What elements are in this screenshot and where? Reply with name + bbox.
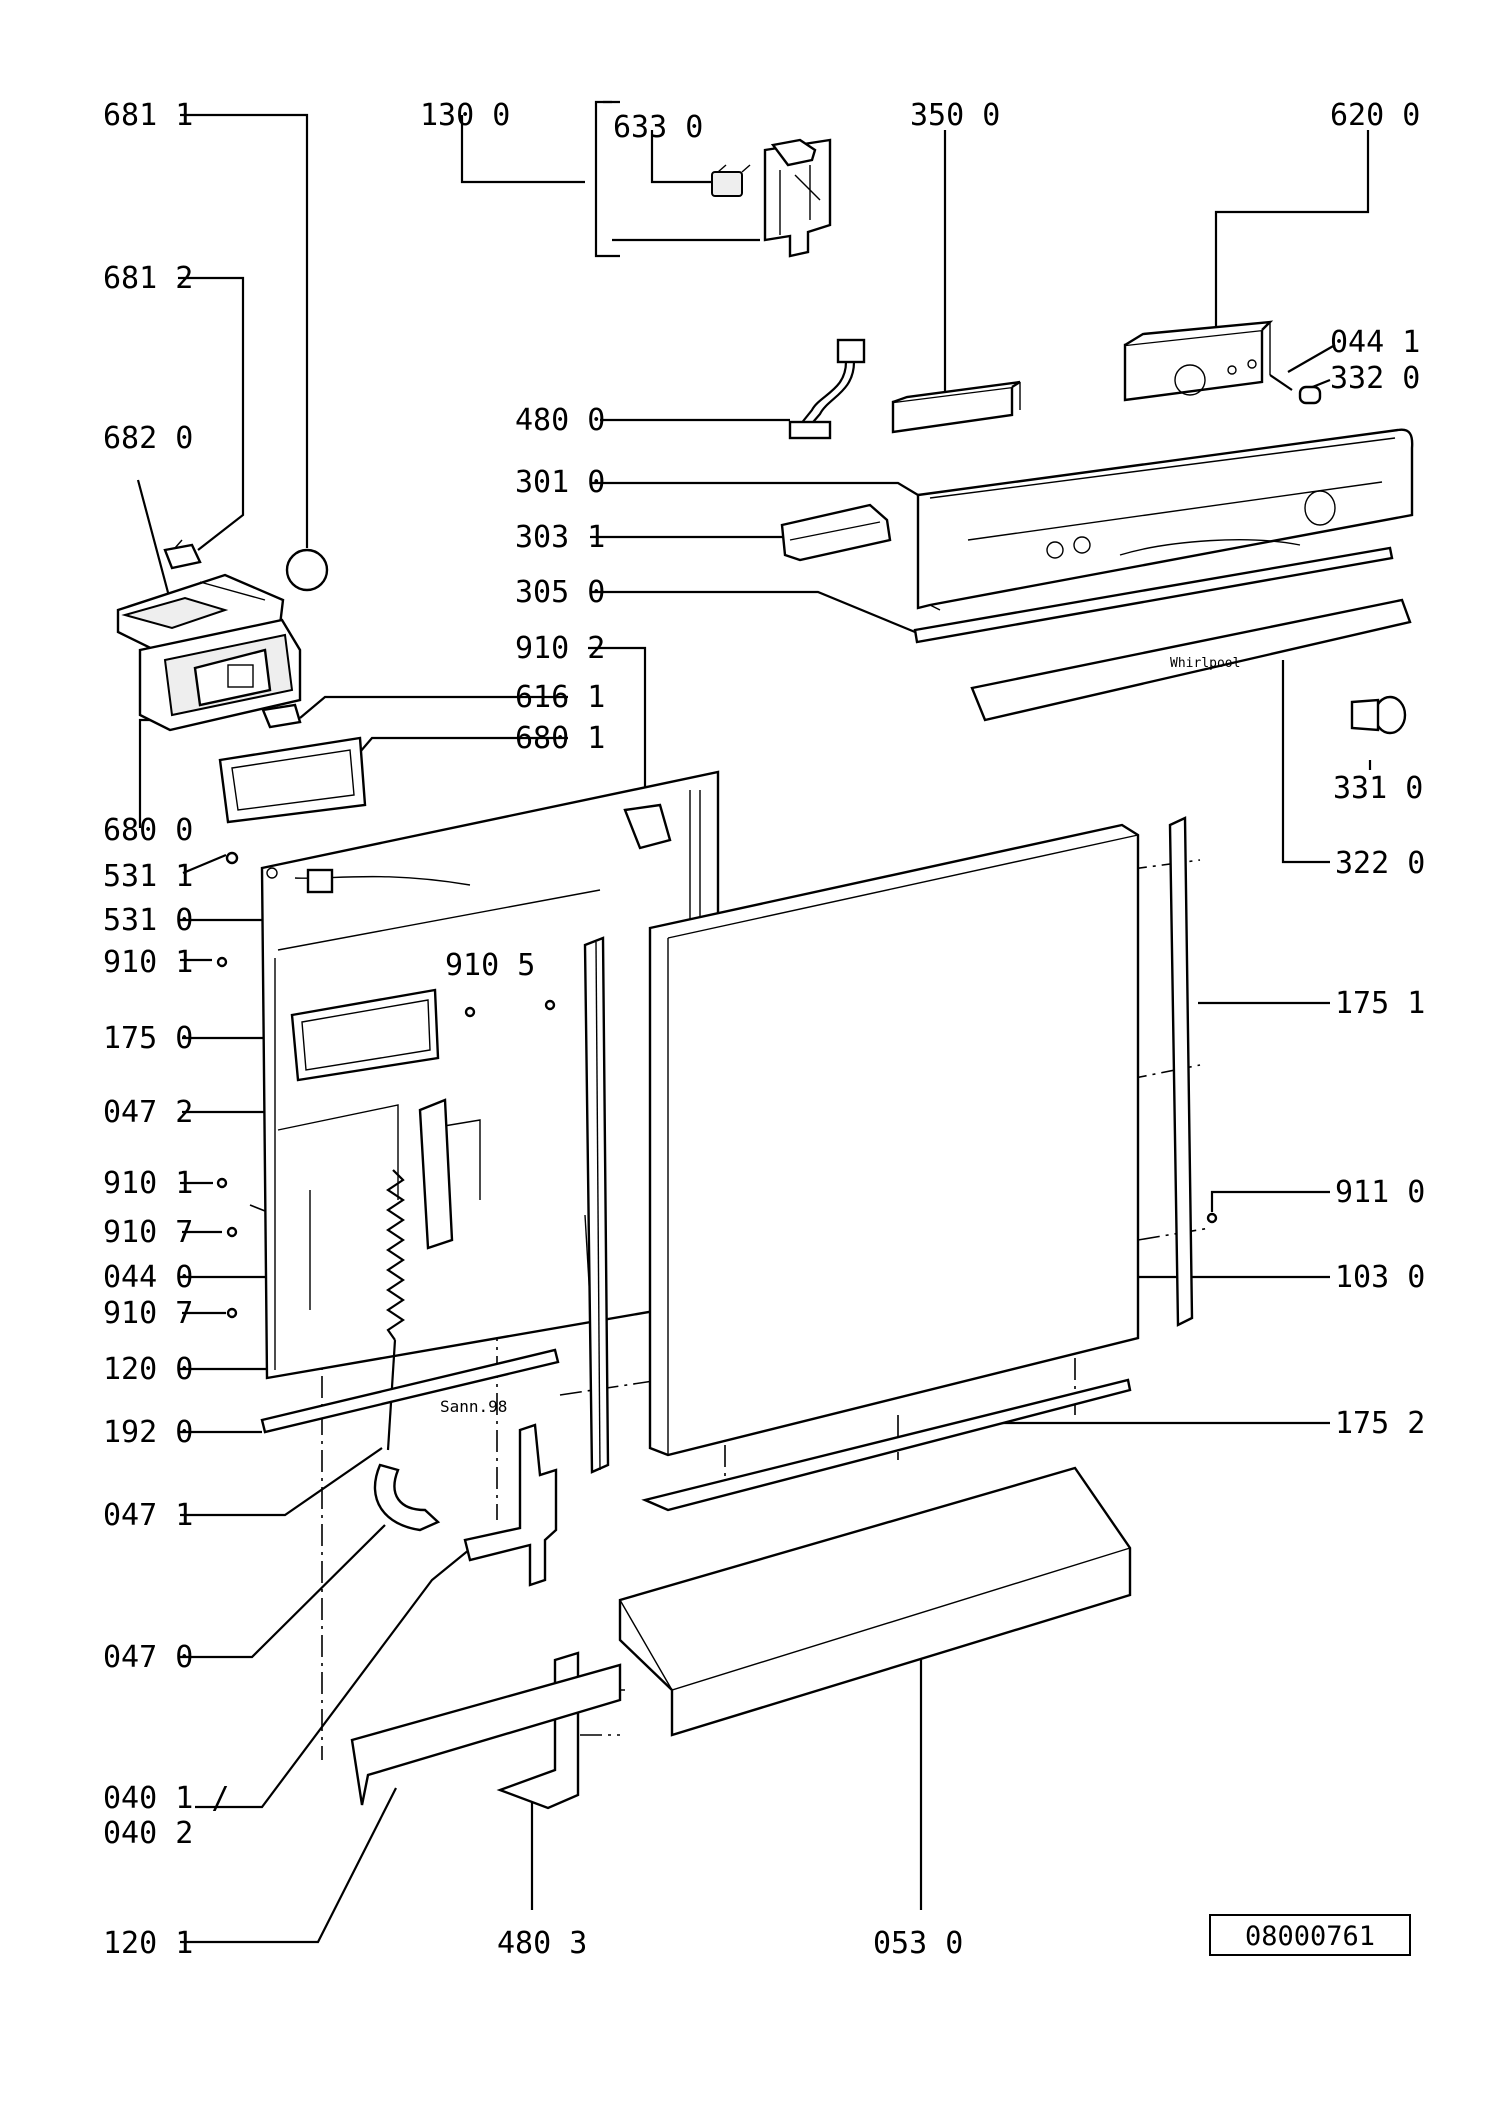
part-053-kickplate <box>618 1466 1132 1737</box>
screw-910-5 <box>464 1006 476 1018</box>
part-047-2-hinge <box>418 1098 454 1250</box>
part-303-cover <box>780 503 892 562</box>
part-305-rail <box>913 546 1394 644</box>
label-053-0: 053 0 <box>873 1926 963 1961</box>
label-911-0: 911 0 <box>1335 1175 1425 1210</box>
label-044-1: 044 1 <box>1330 325 1420 360</box>
label-047-2: 047 2 <box>103 1095 193 1130</box>
label-680-1: 680 1 <box>515 721 605 756</box>
part-120-1-lower-plate <box>350 1663 622 1806</box>
screws <box>216 851 1218 1319</box>
label-175-2: 175 2 <box>1335 1406 1425 1441</box>
label-910-5: 910 5 <box>445 948 535 983</box>
label-192-0: 192 0 <box>103 1415 193 1450</box>
label-910-7: 910 7 <box>103 1215 193 1250</box>
label-350-0: 350 0 <box>910 98 1000 133</box>
document-number-box: 08000761 <box>1209 1914 1411 1956</box>
label-301-0: 301 0 <box>515 465 605 500</box>
screw-910-7-lower <box>226 1307 238 1319</box>
label-531-1: 531 1 <box>103 859 193 894</box>
label-047-1: 047 1 <box>103 1498 193 1533</box>
screw-910-5-b <box>544 999 556 1011</box>
screw-910-1 <box>216 956 228 968</box>
part-175-2-bottom-trim <box>641 1378 1132 1512</box>
part-301-control-panel <box>916 428 1414 611</box>
part-192-rail: Sann.98 <box>260 1348 560 1434</box>
label-331-0: 331 0 <box>1333 771 1423 806</box>
label-531-0: 531 0 <box>103 903 193 938</box>
part-620-control-board <box>1123 320 1274 402</box>
part-175-1-side-trim <box>1168 816 1194 1327</box>
part-322-panel-strip: Whirlpool <box>970 598 1412 722</box>
label-120-0: 120 0 <box>103 1352 193 1387</box>
label-682-0: 682 0 <box>103 421 193 456</box>
document-number: 08000761 <box>1245 1921 1375 1952</box>
label-103-0: 103 0 <box>1335 1260 1425 1295</box>
screw-910-7 <box>226 1226 238 1238</box>
screw-910-1-lower <box>216 1177 228 1189</box>
part-680-dispenser <box>138 618 302 732</box>
label-120-1: 120 1 <box>103 1926 193 1961</box>
label-130-0: 130 0 <box>420 98 510 133</box>
label-322-0: 322 0 <box>1335 846 1425 881</box>
label-681-1: 681 1 <box>103 98 193 133</box>
part-040-bracket <box>463 1423 558 1587</box>
label-910-1-lower: 910 1 <box>103 1166 193 1201</box>
label-040-2: 040 2 <box>103 1816 193 1851</box>
part-labels: 681 1 130 0 633 0 350 0 620 0 681 2 044 … <box>103 98 1425 1961</box>
label-305-0: 305 0 <box>515 575 605 610</box>
part-044-1-332-spring-cap <box>1269 374 1322 405</box>
part-681-2-clip <box>163 539 202 570</box>
label-681-2: 681 2 <box>103 261 193 296</box>
label-910-7-lower: 910 7 <box>103 1296 193 1331</box>
part-350-module <box>891 380 1021 434</box>
part-103-outer-door <box>648 823 1140 1457</box>
label-620-0: 620 0 <box>1330 98 1420 133</box>
label-910-2: 910 2 <box>515 631 605 666</box>
part-616-latch <box>261 703 302 729</box>
part-130-bracket <box>763 138 832 258</box>
label-480-3: 480 3 <box>497 1926 587 1961</box>
part-331-knob <box>1350 695 1407 735</box>
label-910-1: 910 1 <box>103 945 193 980</box>
label-680-0: 680 0 <box>103 813 193 848</box>
label-616-1: 616 1 <box>515 680 605 715</box>
label-175-1: 175 1 <box>1335 986 1425 1021</box>
brand-mark: Whirlpool <box>1170 656 1240 671</box>
label-480-0: 480 0 <box>515 403 605 438</box>
part-680-1-gasket <box>218 736 367 824</box>
stamp-text: Sann.98 <box>440 1397 507 1416</box>
screw-911-0 <box>1206 1212 1218 1224</box>
part-047-1-hinge-arm <box>373 1463 441 1532</box>
label-633-0: 633 0 <box>613 110 703 145</box>
label-303-1: 303 1 <box>515 520 605 555</box>
label-332-0: 332 0 <box>1330 361 1420 396</box>
label-047-0: 047 0 <box>103 1640 193 1675</box>
part-681-1-round-cap <box>285 548 329 592</box>
part-175-0-side-trim <box>583 936 610 1474</box>
label-044-0: 044 0 <box>103 1260 193 1295</box>
part-480-wire-harness <box>788 338 866 440</box>
label-040-1: 040 1 / <box>103 1781 229 1816</box>
part-633-clip <box>711 164 751 197</box>
screw-531-1 <box>225 851 239 865</box>
label-175-0: 175 0 <box>103 1021 193 1056</box>
